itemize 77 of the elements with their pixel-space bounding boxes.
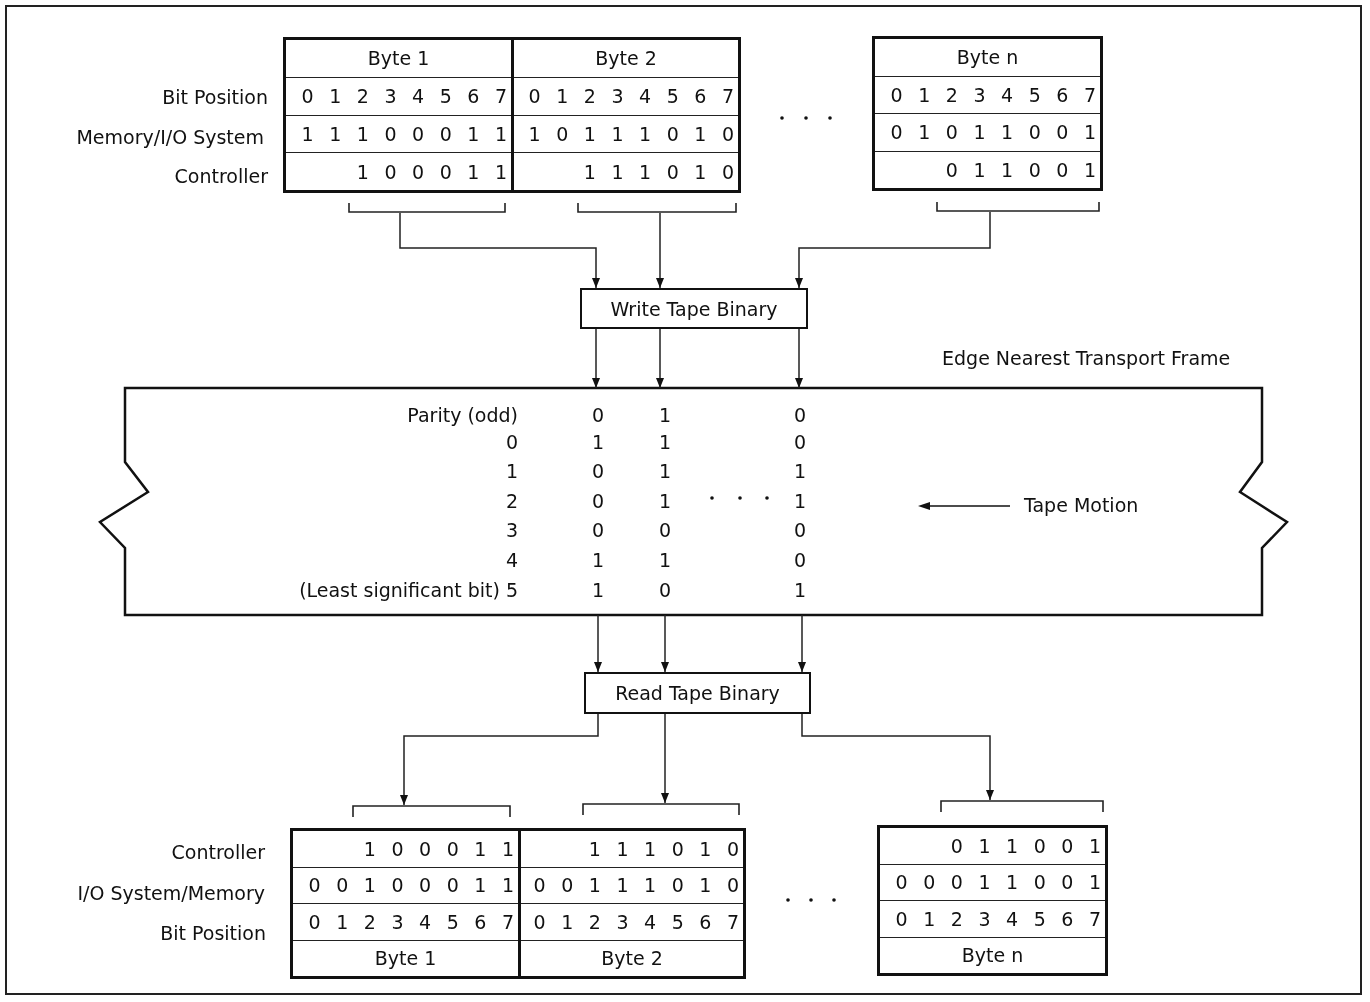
byte-label: Byte n — [956, 46, 1019, 69]
process-box: Write Tape Binary — [580, 288, 808, 329]
bit-value: 0 — [792, 548, 808, 572]
bit-value: 1 — [657, 403, 673, 427]
arrow — [400, 713, 599, 806]
byte-label: Byte 2 — [595, 47, 657, 70]
bit-value: 0 — [590, 459, 606, 483]
bit-values: 0 1 1 0 0 1 — [950, 834, 1101, 857]
motion-label: Tape Motion — [1024, 493, 1139, 517]
byte-label: Byte n — [961, 944, 1024, 967]
bit-values: 1 1 1 0 0 0 1 1 — [301, 122, 507, 145]
bit-values: 0 1 2 3 4 5 6 7 — [895, 907, 1101, 930]
bit-values: 1 0 1 1 1 0 1 0 — [528, 122, 734, 145]
bit-value: 1 — [792, 489, 808, 513]
bit-value: 1 — [792, 578, 808, 602]
track-label: 1 — [505, 459, 518, 483]
row-label: Controller — [174, 164, 268, 188]
track-label: (Least significant bit) 5 — [299, 578, 518, 602]
bit-value: 0 — [590, 403, 606, 427]
track-label: 3 — [505, 518, 518, 542]
bit-value: 0 — [792, 518, 808, 542]
arrow — [399, 212, 600, 289]
bit-values: 0 1 2 3 4 5 6 7 — [533, 910, 739, 933]
arrow — [656, 328, 664, 389]
track-label: Parity (odd) — [407, 403, 518, 427]
row-label: Bit Position — [162, 85, 268, 109]
bit-value: 1 — [590, 578, 606, 602]
arrow — [592, 328, 600, 389]
row-label: I/O System/Memory — [77, 881, 265, 905]
arrow — [661, 713, 669, 804]
byte-table — [283, 37, 514, 193]
bit-value: 1 — [792, 459, 808, 483]
process-box: Read Tape Binary — [584, 672, 811, 714]
byte-table — [877, 825, 1108, 976]
byte-table — [518, 828, 746, 979]
arrow — [795, 211, 991, 289]
bit-values: 0 1 2 3 4 5 6 7 — [890, 83, 1096, 106]
byte-table — [872, 36, 1103, 191]
arrow — [656, 212, 664, 289]
byte-label: Byte 2 — [601, 947, 663, 970]
arrow — [795, 328, 803, 389]
track-label: 0 — [505, 430, 518, 454]
bit-values: 0 0 1 1 1 0 1 0 — [533, 874, 739, 897]
bit-values: 0 1 1 0 0 1 — [945, 158, 1096, 181]
bit-values: 1 0 0 0 1 1 — [363, 837, 514, 860]
bit-values: 1 1 1 0 1 0 — [583, 160, 734, 183]
bit-value: 1 — [657, 459, 673, 483]
bit-value: 1 — [590, 548, 606, 572]
bit-value: 1 — [590, 430, 606, 454]
row-label: Bit Position — [160, 921, 266, 945]
row-label: Controller — [171, 840, 265, 864]
bit-values: 0 1 2 3 4 5 6 7 — [308, 910, 514, 933]
byte-label: Byte 1 — [367, 47, 430, 70]
bit-value: 0 — [657, 518, 673, 542]
bit-value: 1 — [657, 430, 673, 454]
track-label: 2 — [505, 489, 518, 513]
bit-value: 1 — [657, 548, 673, 572]
bit-value: 1 — [657, 489, 673, 513]
bit-value: 0 — [657, 578, 673, 602]
byte-table — [290, 828, 521, 979]
bit-value: 0 — [590, 489, 606, 513]
bit-values: 1 0 0 0 1 1 — [356, 160, 507, 183]
byte-label: Byte 1 — [374, 947, 437, 970]
bit-values: 0 1 2 3 4 5 6 7 — [301, 85, 507, 108]
arrow — [801, 713, 994, 801]
bit-value: 0 — [792, 403, 808, 427]
bit-values: 0 1 0 1 1 0 0 1 — [890, 121, 1096, 144]
track-label: 4 — [505, 548, 518, 572]
bit-value: 0 — [590, 518, 606, 542]
bit-values: 0 0 1 0 0 0 1 1 — [308, 874, 514, 897]
byte-table — [511, 37, 741, 193]
bit-values: 0 1 2 3 4 5 6 7 — [528, 85, 734, 108]
bit-values: 0 0 0 1 1 0 0 1 — [895, 871, 1101, 894]
bit-values: 1 1 1 0 1 0 — [588, 837, 739, 860]
row-label: Memory/I/O System — [76, 125, 264, 149]
row-label: Edge Nearest Transport Frame — [942, 346, 1231, 370]
bit-value: 0 — [792, 430, 808, 454]
